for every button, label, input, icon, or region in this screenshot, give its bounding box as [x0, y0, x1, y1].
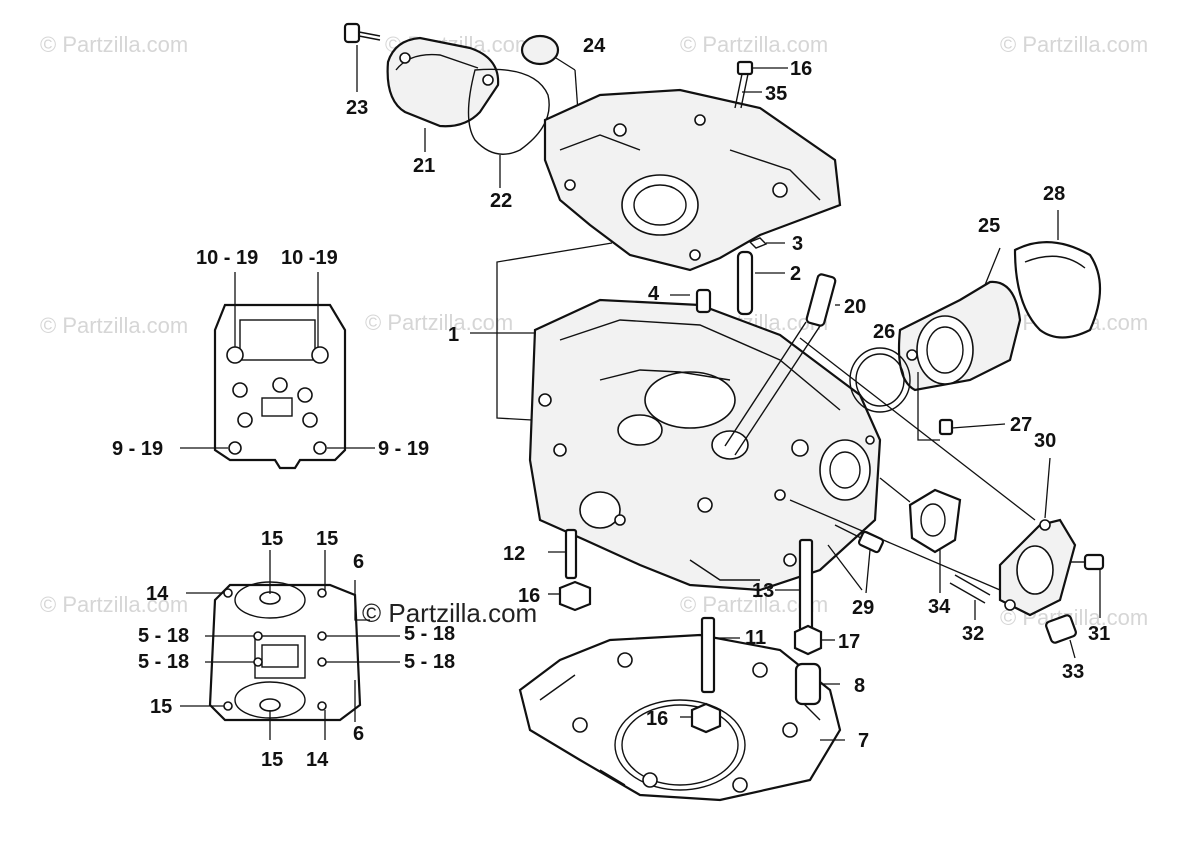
callout-15-top-left: 15: [261, 528, 283, 550]
callout-11: 11: [745, 627, 766, 649]
callout-15-top-right: 15: [316, 528, 338, 550]
callout-22: 22: [490, 190, 512, 212]
callout-14-bottom: 14: [306, 749, 329, 771]
watermark-low-left: © Partzilla.com: [40, 592, 188, 617]
callout-5-18-left-lower: 5 - 18: [138, 651, 189, 673]
leader-lines: [356, 45, 1101, 659]
callout-6-bottom: 6: [353, 723, 364, 745]
callout-27: 27: [1010, 414, 1032, 436]
callout-10-19-left: 10 - 19: [196, 247, 258, 269]
main-cylinder-head: [470, 242, 882, 592]
gasket-and-studs: [518, 528, 845, 802]
watermark-mid-left: © Partzilla.com: [40, 313, 188, 338]
callout-20: 20: [844, 296, 866, 318]
callout-21: 21: [413, 155, 435, 177]
callout-16-top: 16: [790, 58, 812, 80]
valve-cover-assembly: [343, 22, 579, 155]
callout-29: 29: [852, 597, 874, 619]
callout-6-top: 6: [353, 551, 364, 573]
callout-8: 8: [854, 675, 865, 697]
callout-2: 2: [790, 263, 801, 285]
callout-33: 33: [1062, 661, 1084, 683]
callout-14-top: 14: [146, 583, 169, 605]
callout-31: 31: [1088, 623, 1110, 645]
spark-plug: [724, 273, 840, 456]
callout-35: 35: [765, 83, 787, 105]
callout-30: 30: [1034, 430, 1056, 452]
callout-26: 26: [873, 321, 895, 343]
inset-bottom-view: [180, 550, 400, 740]
callout-5-18-left-upper: 5 - 18: [138, 625, 189, 647]
callout-15-bottom: 15: [261, 749, 283, 771]
small-parts-upper: [670, 237, 785, 316]
callout-24: 24: [583, 35, 606, 57]
watermark-top-center-right: © Partzilla.com: [680, 32, 828, 57]
callout-5-18-right-lower: 5 - 18: [404, 651, 455, 673]
callout-32: 32: [962, 623, 984, 645]
upper-head-part: [543, 60, 842, 272]
inset-top-view: [180, 272, 375, 470]
callout-10-19-right: 10 -19: [281, 247, 338, 269]
callout-9-19-right: 9 - 19: [378, 438, 429, 460]
callout-17: 17: [838, 631, 860, 653]
callout-15-left: 15: [150, 696, 172, 718]
callout-9-19-left: 9 - 19: [112, 438, 163, 460]
callout-3: 3: [792, 233, 803, 255]
watermark-main: © Partzilla.com: [362, 598, 537, 628]
callout-1: 1: [448, 324, 459, 346]
callout-28: 28: [1043, 183, 1065, 205]
callout-5-18-right-upper: 5 - 18: [404, 623, 455, 645]
watermark-mid-center-left: © Partzilla.com: [365, 310, 513, 335]
callout-13: 13: [752, 580, 774, 602]
callout-16-left: 16: [518, 585, 540, 607]
callout-34: 34: [928, 596, 951, 618]
callout-25: 25: [978, 215, 1000, 237]
watermark-top-right: © Partzilla.com: [1000, 32, 1148, 57]
callout-4: 4: [648, 283, 660, 305]
thermostat-assembly: [789, 337, 1105, 644]
callout-labels: 1 2 3 4 5 - 18 5 - 18 5 - 18 5 - 18 6 6 …: [112, 35, 1110, 771]
callout-7: 7: [858, 730, 869, 752]
watermark-top-left: © Partzilla.com: [40, 32, 188, 57]
callout-16-bottom: 16: [646, 708, 668, 730]
intake-assembly: [849, 241, 1102, 441]
callout-23: 23: [346, 97, 368, 119]
callout-12: 12: [503, 543, 525, 565]
